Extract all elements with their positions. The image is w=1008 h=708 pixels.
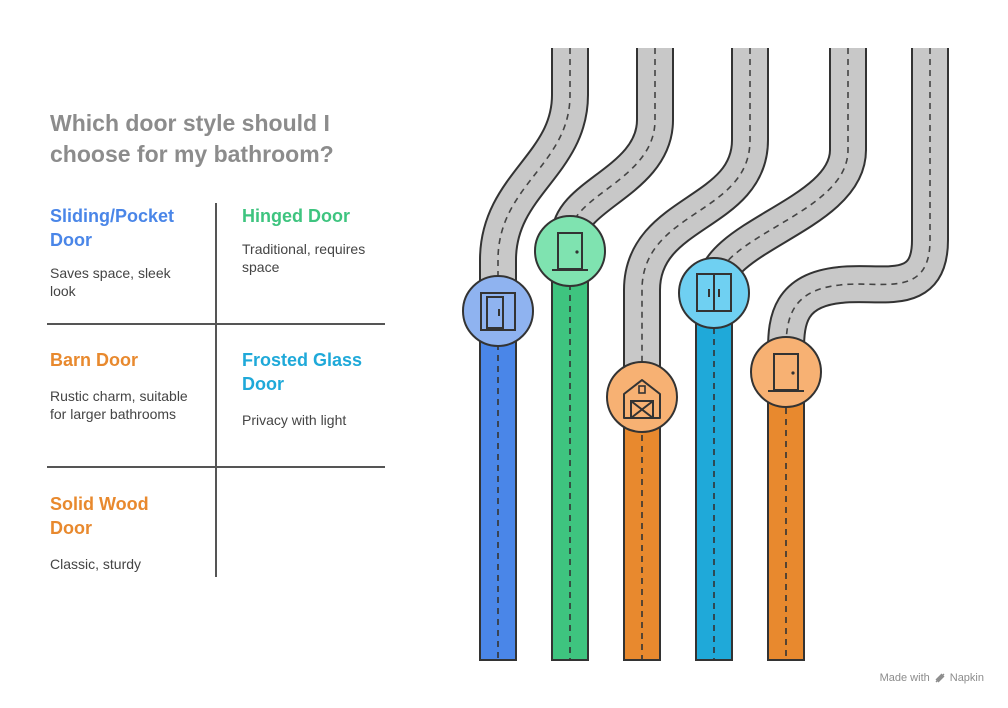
- footer-attribution[interactable]: Made with Napkin: [880, 672, 984, 684]
- hinged-door-icon: [534, 215, 606, 287]
- wood-door-icon: [750, 336, 822, 408]
- option-frosted-description: Privacy with light: [242, 412, 347, 428]
- footer-brand: Napkin: [949, 672, 984, 684]
- grid-divider-row-1: [47, 323, 385, 325]
- grid-divider-vertical: [215, 203, 217, 577]
- footer-made-with: Made with: [879, 672, 930, 684]
- option-barn-title: Barn Door: [50, 350, 139, 370]
- barn-icon: [606, 361, 678, 433]
- option-sliding-description: Saves space, sleek look: [50, 265, 171, 299]
- option-sliding-title: Sliding/Pocket Door: [50, 206, 175, 250]
- sliding-door-icon: [462, 275, 534, 347]
- glass-door-icon: [678, 257, 750, 329]
- page-title: Which door style should I choose for my …: [50, 110, 334, 167]
- road-sliding: [479, 48, 589, 661]
- grid-divider-row-2: [47, 466, 385, 468]
- option-hinged-description: Traditional, requires space: [242, 241, 366, 275]
- option-barn-description: Rustic charm, suitable for larger bathro…: [50, 388, 188, 422]
- road-solid-wood: [767, 48, 949, 661]
- napkin-logo-icon: [935, 673, 945, 683]
- option-solid-wood-description: Classic, sturdy: [50, 556, 142, 572]
- option-solid-wood-title: Solid Wood Door: [50, 494, 149, 538]
- option-frosted-title: Frosted Glass Door: [242, 350, 363, 394]
- option-hinged-title: Hinged Door: [242, 206, 350, 226]
